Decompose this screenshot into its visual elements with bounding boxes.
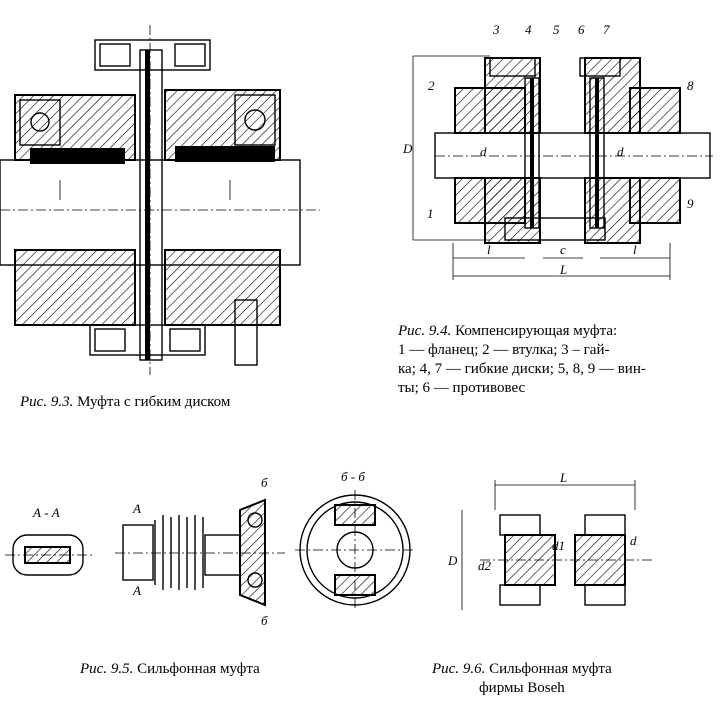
callout-1: 1 — [427, 206, 434, 221]
callout-5: 5 — [553, 22, 560, 37]
dim-D: D — [402, 141, 413, 156]
callout-8: 8 — [687, 78, 694, 93]
callout-2: 2 — [428, 78, 435, 93]
dim-l-right: l — [633, 242, 637, 257]
dim-c: c — [560, 242, 566, 257]
figure-9-6-caption: Рис. 9.6. Сильфонная муфта фирмы Boseh — [432, 660, 612, 698]
figure-9-5-label: Рис. 9.5. — [80, 661, 134, 677]
figure-9-4-legend-line-2: ка; 4, 7 — гибкие диски; 5, 8, 9 — вин- — [398, 361, 646, 377]
callout-6: 6 — [578, 22, 585, 37]
figure-9-5-drawing: А - А А А б б б - б — [5, 469, 415, 628]
section-bb-label: б - б — [341, 469, 365, 484]
figure-9-5-caption: Рис. 9.5. Сильфонная муфта — [80, 660, 260, 679]
dim-D: D — [447, 553, 458, 568]
figure-9-4-legend-line-1: 1 — фланец; 2 — втулка; 3 – гай- — [398, 342, 610, 358]
figure-9-4-title: Компенсирующая муфта: — [455, 323, 618, 339]
figure-9-4-caption: Рис. 9.4. Компенсирующая муфта: 1 — флан… — [398, 322, 646, 398]
dim-d-right: d — [617, 144, 624, 159]
dim-d: d — [630, 533, 637, 548]
figure-9-6-title: Сильфонная муфта — [489, 661, 612, 677]
callout-9: 9 — [687, 196, 694, 211]
section-mark-b-bottom: б — [261, 613, 268, 628]
section-mark-a-bottom: А — [132, 583, 141, 598]
callout-3: 3 — [492, 22, 500, 37]
figure-9-4-label: Рис. 9.4. — [398, 323, 452, 339]
figure-9-6-subtitle: фирмы Boseh — [478, 680, 565, 696]
callout-4: 4 — [525, 22, 532, 37]
figure-9-6-label: Рис. 9.6. — [432, 661, 486, 677]
section-mark-a-top: А — [132, 501, 141, 516]
section-aa-label: А - А — [32, 505, 60, 520]
dim-d-left: d — [480, 144, 487, 159]
dim-d2: d2 — [478, 558, 492, 573]
figure-9-3-drawing — [0, 25, 320, 375]
figure-9-4-legend-line-3: ты; 6 — противовес — [398, 380, 526, 396]
dim-L: L — [559, 262, 567, 277]
dim-d1: d1 — [552, 538, 565, 553]
section-mark-b-top: б — [261, 475, 268, 490]
figure-9-6-drawing: L D d2 d1 d — [447, 470, 655, 610]
figure-9-3-label: Рис. 9.3. — [20, 394, 74, 410]
figure-9-5-title: Сильфонная муфта — [137, 661, 260, 677]
figure-9-4-drawing: 3 4 5 6 7 2 8 1 9 D d d l c l L — [402, 22, 713, 280]
figure-9-3-title: Муфта с гибким диском — [77, 394, 231, 410]
dim-L: L — [559, 470, 567, 485]
figure-9-3-caption: Рис. 9.3. Муфта с гибким диском — [20, 393, 230, 412]
dim-l-left: l — [487, 242, 491, 257]
callout-7: 7 — [603, 22, 610, 37]
